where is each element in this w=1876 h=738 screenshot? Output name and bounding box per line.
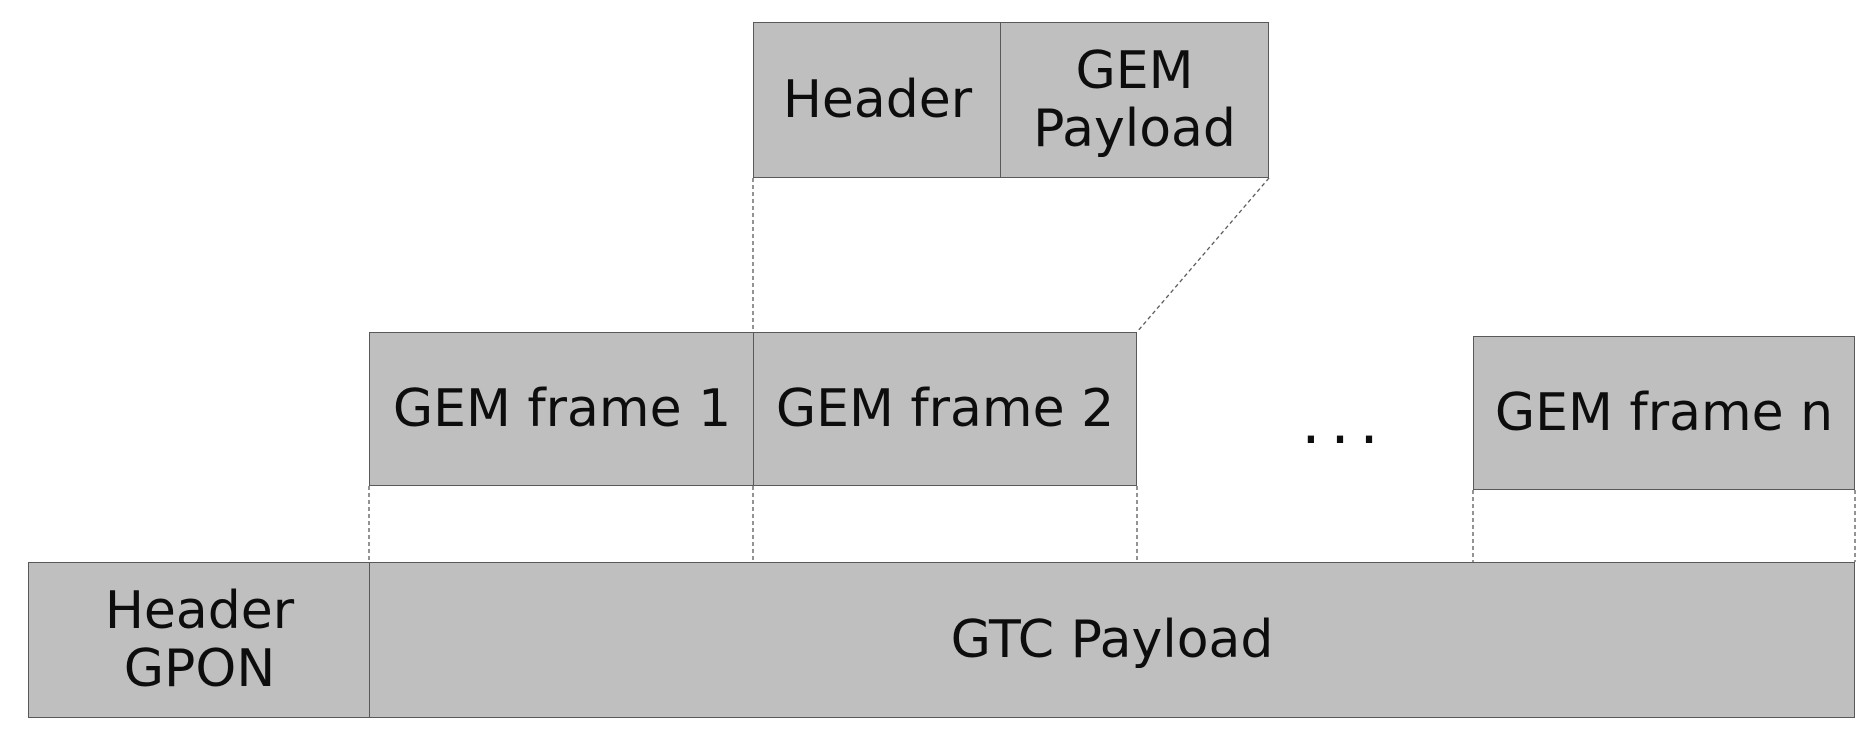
connector-detail-right [1136,177,1270,333]
gem-header-label: Header [782,69,973,130]
gem-frames-ellipsis: ... [1301,388,1389,458]
gem-header-box: Header [753,22,1002,178]
gem-frame-n-label: GEM frame n [1494,382,1834,443]
gpon-header-label-line2: GPON [123,639,276,699]
gtc-payload-box: GTC Payload [369,562,1855,718]
gem-payload-label-line2: Payload [1033,99,1236,159]
gem-frame-n-box: GEM frame n [1473,336,1855,490]
gtc-payload-label: GTC Payload [950,609,1274,670]
gem-frame-2-box: GEM frame 2 [753,332,1137,486]
gem-frame-1-box: GEM frame 1 [369,332,755,486]
gem-frame-1-label: GEM frame 1 [392,378,732,439]
gem-payload-label-line1: GEM [1075,40,1194,101]
gem-payload-box: GEM Payload [1000,22,1269,178]
gem-frame-2-label: GEM frame 2 [775,378,1115,439]
gpon-header-label-line1: Header [104,580,295,641]
gpon-header-box: Header GPON [28,562,371,718]
